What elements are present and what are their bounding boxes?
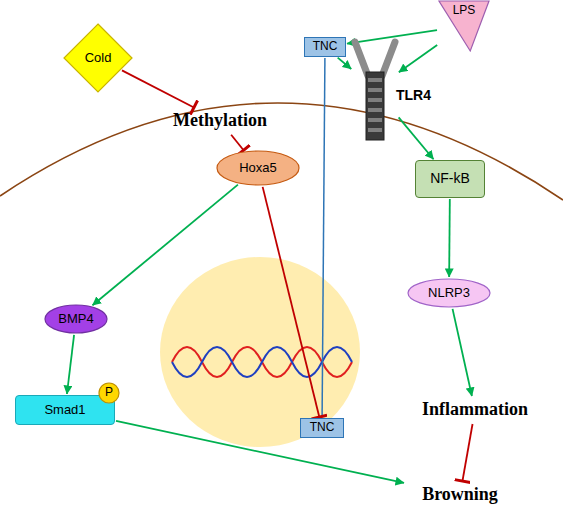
stimulus-diamond: Cold (63, 23, 133, 93)
inhibition-connector (263, 187, 320, 417)
activation-arrow (399, 117, 434, 159)
receptor-symbol: TLR4 (352, 38, 398, 140)
receptor-symbol-outline (352, 38, 398, 140)
link-connector (322, 58, 325, 417)
node-label: NF-kB (430, 171, 470, 186)
node-label: TLR4 (396, 88, 431, 103)
protein-box: TNC (300, 418, 344, 438)
node-label: Hoxa5 (239, 161, 277, 175)
node-label: NLRP3 (428, 286, 470, 300)
node-label: TNC (313, 40, 338, 53)
ligand-triangle: LPS (438, 0, 490, 52)
activation-arrow (448, 199, 450, 277)
protein-ellipse: BMP4 (44, 304, 108, 334)
node-label: Smad1 (44, 403, 85, 417)
process-text: Methylation (152, 108, 288, 134)
dna-strand (172, 347, 352, 377)
node-label: Methylation (173, 111, 267, 131)
node-label: LPS (453, 4, 476, 17)
inhibition-connector (122, 70, 194, 107)
node-label: Inflammation (422, 400, 528, 420)
inhibition-connector (462, 424, 472, 481)
node-label: P (105, 386, 113, 399)
phosphate-circle: P (98, 382, 120, 404)
activation-arrow (338, 58, 352, 69)
gene-ellipse: Hoxa5 (216, 150, 300, 186)
activation-arrow (116, 421, 404, 483)
nucleus (160, 257, 360, 447)
activation-arrow (93, 185, 238, 306)
protein-ellipse: NLRP3 (407, 278, 491, 308)
cell-membrane (0, 103, 563, 200)
node-label: Cold (85, 51, 112, 65)
process-box: NF-kB (415, 160, 485, 198)
protein-box: TNC (304, 37, 346, 57)
protein-box: Smad1P (15, 395, 115, 425)
node-label: BMP4 (58, 312, 93, 326)
activation-arrow (67, 335, 74, 394)
inhibition-connector (231, 135, 243, 150)
dna-strand (172, 347, 352, 377)
node-label: Browning (422, 485, 498, 505)
activation-arrow (453, 309, 472, 396)
activation-arrow (399, 45, 437, 72)
outcome-text: Browning (405, 482, 515, 508)
node-label: TNC (310, 421, 335, 434)
process-text: Inflammation (402, 397, 548, 423)
